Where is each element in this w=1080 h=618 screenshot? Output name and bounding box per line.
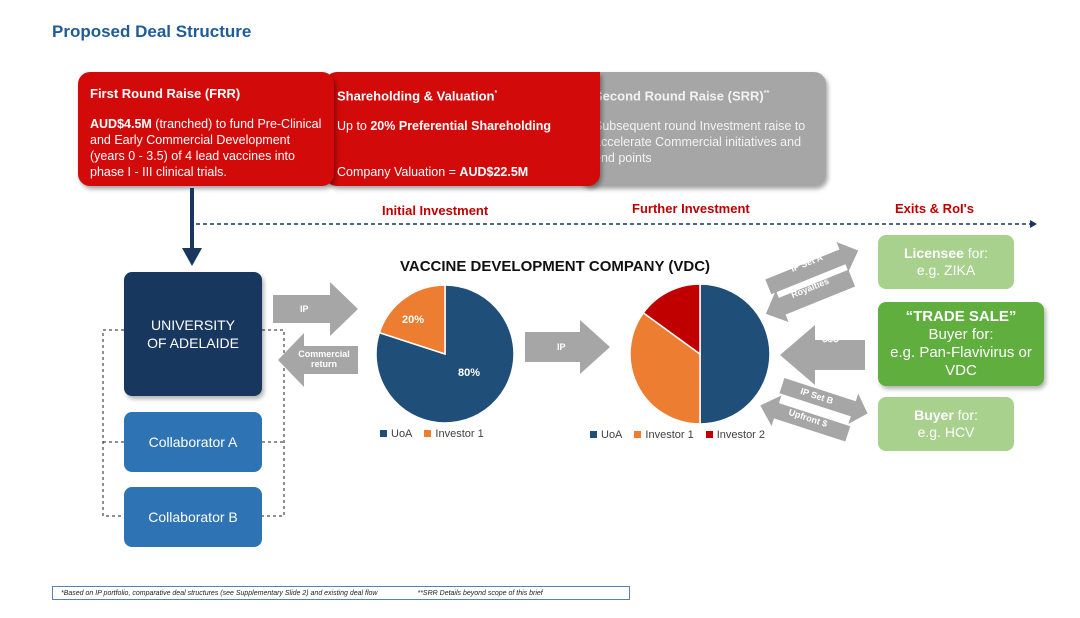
buyer-rest: for:: [953, 407, 978, 423]
shareholding-pre: Up to: [337, 119, 371, 134]
pie-slice-investor-1: [378, 284, 446, 356]
buyer-box: Buyer for: e.g. HCV: [878, 397, 1014, 451]
frr-box: First Round Raise (FRR) AUD$4.5M (tranch…: [78, 72, 334, 186]
university-label: UNIVERSITY OF ADELAIDE: [147, 317, 239, 351]
licensee-example: e.g. ZIKA: [916, 262, 976, 278]
trade-sale-line2: Buyer for:: [928, 326, 994, 343]
ip-set-b-arrow: [779, 378, 868, 425]
page-title: Proposed Deal Structure: [52, 22, 252, 41]
footnote-box: *Based on IP portfolio, comparative deal…: [52, 586, 630, 600]
srr-box: Second Round Raise (SRR)** Subsequent ro…: [578, 72, 826, 186]
ip-label: IP: [300, 304, 309, 314]
university-of-adelaide-box: UNIVERSITY OF ADELAIDE: [124, 272, 262, 396]
pie1-legend: UoA Investor 1: [380, 428, 484, 440]
commercial-return-label: Commercial return: [298, 349, 350, 369]
srr-mark: **: [763, 90, 770, 97]
legend-item: UoA: [590, 429, 622, 441]
shareholding-box: Shareholding & Valuation* Up to 20% Pref…: [325, 72, 600, 186]
valuation-value: AUD$22.5M: [459, 165, 529, 180]
legend-item: Investor 2: [705, 429, 765, 441]
licensee-bold: Licensee: [903, 245, 964, 261]
licensee-rest: for:: [963, 245, 989, 261]
srr-text: Subsequent round Investment raise to acc…: [594, 119, 806, 166]
royalties-arrow: [765, 269, 856, 323]
frr-heading: First Round Raise (FRR): [90, 86, 241, 101]
frr-text: (tranched) to fund Pre-Clinical and Earl…: [90, 117, 322, 179]
valuation-label: Company Valuation =: [337, 165, 460, 180]
legend-item: Investor 1: [424, 428, 484, 440]
ip-label-2: IP: [557, 342, 566, 352]
shareholding-pct: 20% Preferential Shareholding: [370, 119, 551, 134]
trade-sale-title: “TRADE SALE”: [905, 308, 1017, 325]
money-label: $$$: [822, 334, 839, 345]
collaborator-a-box: Collaborator A: [124, 412, 262, 472]
ip-set-a-arrow: [765, 242, 859, 295]
shareholding-heading: Shareholding & Valuation: [337, 88, 495, 104]
pie-slice-investor-2: [642, 283, 701, 356]
commercial-return-arrow: [278, 333, 358, 387]
ip-arrow: [273, 282, 358, 336]
licensee-box: Licensee for: e.g. ZIKA: [878, 235, 1014, 289]
ip-arrow-2: [525, 320, 610, 374]
vdc-title: VACCINE DEVELOPMENT COMPANY (VDC): [400, 258, 711, 275]
pie-chart-2: [629, 283, 771, 425]
legend-item: UoA: [380, 428, 412, 440]
pie-slice-uoa: [699, 283, 771, 425]
phase-exits: Exits & RoI's: [895, 201, 974, 216]
pie-chart-1: [375, 284, 515, 424]
collaborator-b-label: Collaborator B: [148, 509, 238, 525]
phase-further-investment: Further Investment: [632, 201, 750, 216]
footnote-1: *Based on IP portfolio, comparative deal…: [61, 590, 378, 597]
pie2-legend: UoA Investor 1 Investor 2: [590, 429, 765, 441]
footnote-2: **SRR Details beyond scope of this brief: [417, 590, 543, 597]
trade-sale-example: e.g. Pan-Flavivirus or VDC: [890, 344, 1032, 379]
legend-item: Investor 1: [634, 429, 694, 441]
collaborator-b-box: Collaborator B: [124, 487, 262, 547]
shareholding-mark: *: [494, 90, 498, 97]
phase-initial-investment: Initial Investment: [382, 203, 489, 218]
pie1-label-investor1: 20%: [402, 314, 425, 326]
trade-sale-box: “TRADE SALE” Buyer for: e.g. Pan-Flavivi…: [878, 302, 1044, 386]
srr-heading: Second Round Raise (SRR): [594, 88, 764, 104]
money-arrow: [780, 325, 865, 385]
buyer-bold: Buyer: [914, 407, 954, 423]
collaborator-a-label: Collaborator A: [148, 434, 238, 450]
pie1-label-uoa: 80%: [458, 367, 481, 379]
buyer-example: e.g. HCV: [917, 424, 975, 440]
pie-slice-investor-1: [629, 311, 701, 425]
upfront-arrow: [760, 395, 851, 442]
frr-amount: AUD$4.5M: [90, 117, 152, 131]
